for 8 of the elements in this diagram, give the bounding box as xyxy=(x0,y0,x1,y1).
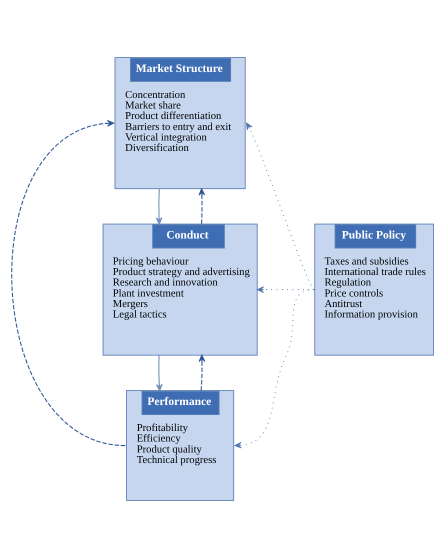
arrow xyxy=(156,354,163,391)
arrow xyxy=(12,119,126,446)
arrow xyxy=(256,286,316,292)
arrow xyxy=(198,354,206,390)
arrow xyxy=(246,122,314,290)
arrow xyxy=(198,188,206,224)
arrow xyxy=(234,288,314,448)
arrow xyxy=(156,188,162,224)
